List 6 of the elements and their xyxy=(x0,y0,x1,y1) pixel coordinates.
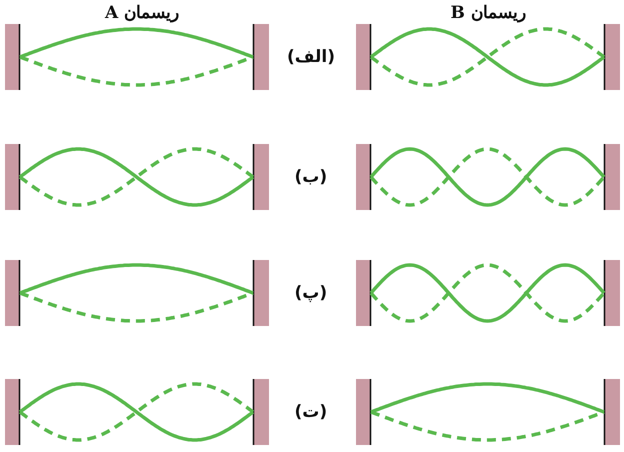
column-heading: ریسمان A xyxy=(105,2,180,23)
column-heading: ریسمان B xyxy=(450,2,526,23)
row-label: (الف) xyxy=(287,47,335,67)
row-label: (پ) xyxy=(294,283,328,303)
row-label: (ت) xyxy=(294,402,328,422)
row-label: (ب) xyxy=(294,167,328,187)
